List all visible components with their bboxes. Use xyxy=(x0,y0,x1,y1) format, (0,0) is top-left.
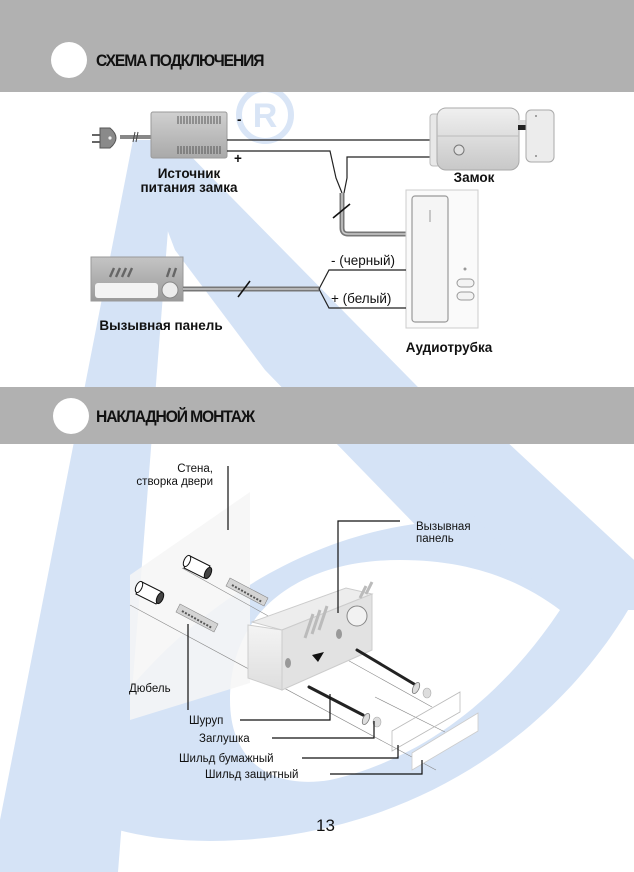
lock-device xyxy=(429,107,555,171)
section-header-wiring: СХЕМА ПОДКЛЮЧЕНИЯ xyxy=(0,0,634,92)
section-bullet-icon xyxy=(53,398,89,434)
screw-head-icon xyxy=(361,682,421,725)
plug-cap-icon xyxy=(372,687,432,728)
lock-label: Замок xyxy=(454,170,495,185)
dowel-icon xyxy=(175,577,269,633)
handset-label: Аудиотрубка xyxy=(406,340,493,355)
plug-label: Заглушка xyxy=(199,733,250,745)
dowel-label: Дюбель xyxy=(129,683,171,695)
section-header-mounting: НАКЛАДНОЙ МОНТАЖ xyxy=(0,387,634,444)
screw-icon xyxy=(307,648,416,717)
page-number: 13 xyxy=(316,816,335,835)
callout-lines xyxy=(187,466,423,775)
plus-terminal-label: + xyxy=(234,151,242,166)
protective-plate xyxy=(411,712,479,771)
panel-label: Вызывная xyxy=(416,521,471,533)
wall-label: Стена, xyxy=(177,463,213,475)
paper-plate xyxy=(391,691,461,752)
watermark-eye-arc xyxy=(60,520,634,841)
registered-symbol: R xyxy=(253,97,278,135)
wall-plane xyxy=(130,492,250,720)
protective-plate-label: Шильд защитный xyxy=(205,769,298,781)
wall-hole-icon xyxy=(134,554,213,605)
section-bullet-icon xyxy=(51,42,87,78)
paper-plate-label: Шильд бумажный xyxy=(179,753,274,765)
wire-white-label: + (белый) xyxy=(331,291,391,306)
section-title: НАКЛАДНОЙ МОНТАЖ xyxy=(96,407,255,426)
call-panel-device xyxy=(90,256,184,302)
screw-label: Шуруп xyxy=(189,715,223,727)
handset-cable xyxy=(332,193,408,237)
call-panel-label: Вызывная панель xyxy=(99,318,222,333)
minus-terminal-label: - xyxy=(237,112,242,127)
power-plug-icon xyxy=(92,127,152,149)
call-panel-cable xyxy=(183,269,406,309)
panel-label: панель xyxy=(416,533,454,545)
lock-wires xyxy=(227,139,432,194)
power-supply-label: питания замка xyxy=(141,180,238,195)
power-supply-label: Источник xyxy=(158,166,221,181)
audio-handset-device xyxy=(405,189,479,329)
wall-label: створка двери xyxy=(136,476,213,488)
wire-black-label: - (черный) xyxy=(331,253,395,268)
power-supply-unit xyxy=(150,111,228,159)
section-title: СХЕМА ПОДКЛЮЧЕНИЯ xyxy=(96,51,265,70)
call-panel-box xyxy=(247,581,374,691)
watermark-right-wedge xyxy=(405,440,634,610)
